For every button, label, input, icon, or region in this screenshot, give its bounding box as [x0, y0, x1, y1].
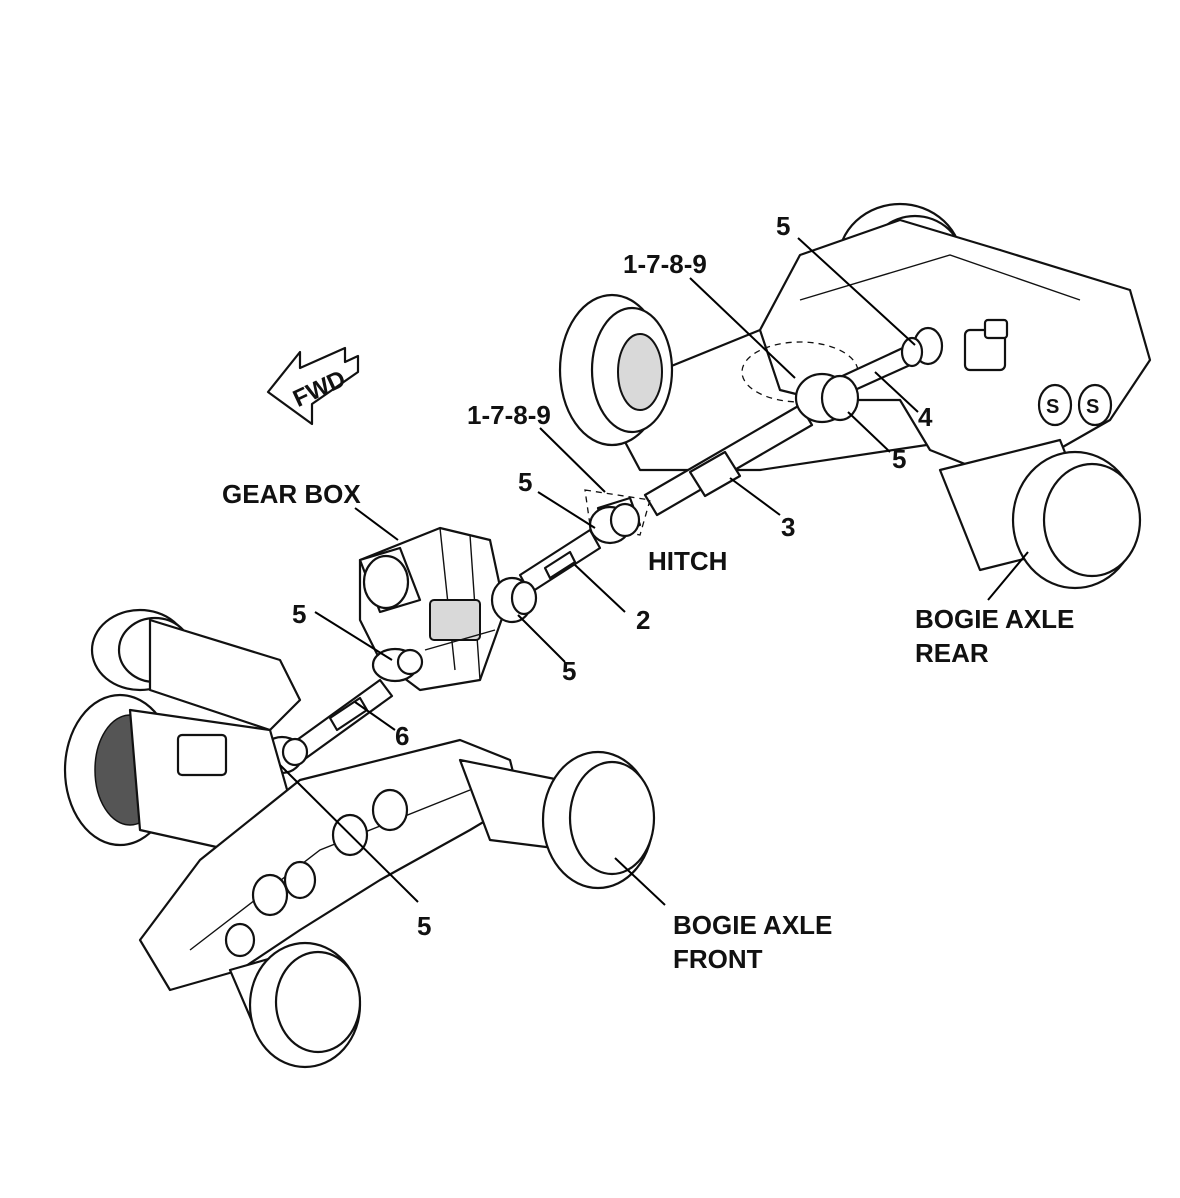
callout-4: 4 — [918, 402, 933, 432]
bogie-axle-front-label-line1: BOGIE AXLE — [673, 910, 832, 940]
hitch-bearing — [584, 489, 651, 545]
callout-5-gearbox-rear: 5 — [562, 656, 576, 686]
callout-6: 6 — [395, 721, 409, 751]
svg-text:S: S — [1086, 396, 1099, 418]
gear-box-label: GEAR BOX — [222, 479, 361, 509]
bogie-axle-rear-label-line2: REAR — [915, 638, 989, 668]
callout-labels: GEAR BOX HITCH BOGIE AXLE REAR BOGIE AXL… — [222, 211, 1074, 974]
callout-5-rear-bottom: 5 — [892, 444, 906, 474]
drive-shaft-6 — [260, 678, 394, 775]
callout-5-gearbox-front: 5 — [292, 599, 306, 629]
callout-5-front-axle: 5 — [417, 911, 431, 941]
callout-3: 3 — [781, 512, 795, 542]
bogie-axle-front — [63, 608, 656, 1069]
bogie-axle-rear-label-line1: BOGIE AXLE — [915, 604, 1074, 634]
callout-1789-lower: 1-7-8-9 — [467, 400, 551, 430]
drive-shaft-2 — [518, 528, 602, 595]
callout-5-hitch: 5 — [518, 467, 532, 497]
leader-lines — [279, 237, 1029, 906]
callout-5-rear-top: 5 — [776, 211, 790, 241]
forward-arrow: FWD — [266, 346, 360, 426]
svg-text:S: S — [1046, 396, 1059, 418]
callout-1789-upper: 1-7-8-9 — [623, 249, 707, 279]
drive-shaft-3 — [643, 372, 860, 517]
gear-box — [358, 526, 538, 692]
bogie-axle-front-label-line2: FRONT — [673, 944, 763, 974]
callout-2: 2 — [636, 605, 650, 635]
hitch-label: HITCH — [648, 546, 727, 576]
